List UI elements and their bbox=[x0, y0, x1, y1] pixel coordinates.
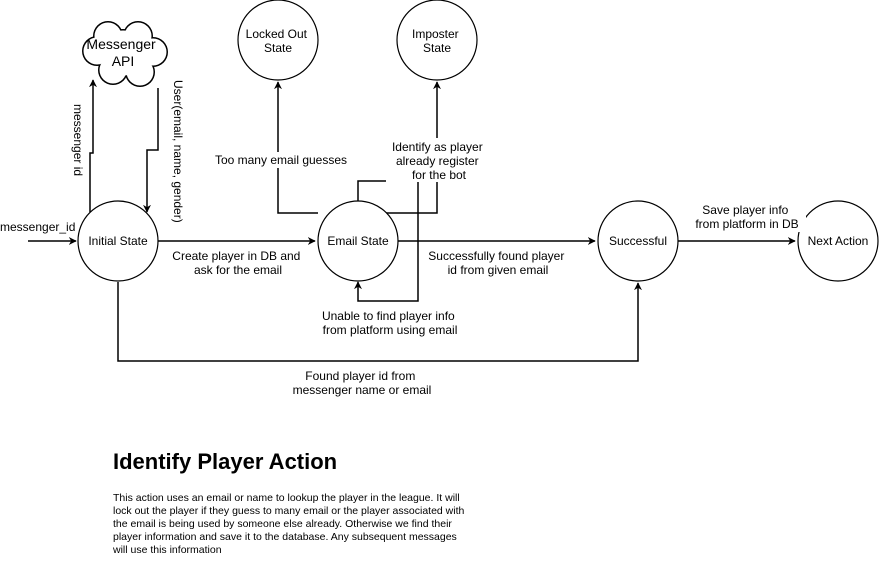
email-to-locked-arrow bbox=[274, 81, 318, 214]
initial-state-node bbox=[77, 200, 159, 282]
messenger-api-cloud: Messenger API bbox=[82, 21, 168, 87]
locked-out-state-label: Locked Out State bbox=[246, 27, 311, 55]
too-many-guesses-label: Too many email guesses bbox=[215, 153, 347, 167]
entry-label: messenger_id bbox=[0, 220, 75, 234]
imposter-state-node bbox=[396, 0, 478, 81]
initial-to-successful-arrow bbox=[117, 282, 642, 362]
identify-as-player-label: Identify as player already register for … bbox=[392, 140, 486, 182]
action-description: This action uses an email or name to loo… bbox=[112, 492, 467, 556]
successful-state-label: Successful bbox=[609, 234, 667, 248]
next-action-label: Next Action bbox=[808, 234, 869, 248]
locked-out-state-node bbox=[237, 0, 319, 81]
action-title: Identify Player Action bbox=[113, 449, 337, 474]
next-action-node bbox=[797, 200, 879, 282]
initial-to-messenger-arrow bbox=[89, 79, 97, 212]
save-player-info-label: Save player info from platform in DB bbox=[695, 203, 798, 231]
messenger-api-label: Messenger API bbox=[86, 36, 159, 69]
email-state-label: Email State bbox=[327, 234, 389, 248]
user-info-label: User(email, name, gender) bbox=[171, 80, 185, 223]
messenger-id-label: messenger id bbox=[71, 104, 85, 176]
messenger-to-initial-arrow bbox=[143, 88, 159, 213]
unable-to-find-label: Unable to find player info from platform… bbox=[322, 309, 458, 337]
initial-state-label: Initial State bbox=[88, 234, 148, 248]
email-state-node bbox=[317, 200, 399, 282]
found-email-label: Successfully found player id from given … bbox=[428, 249, 567, 277]
create-player-label: Create player in DB and ask for the emai… bbox=[172, 249, 303, 277]
successful-state-node bbox=[597, 200, 679, 282]
imposter-state-label: Imposter State bbox=[412, 27, 462, 55]
found-by-name-label: Found player id from messenger name or e… bbox=[293, 369, 432, 397]
